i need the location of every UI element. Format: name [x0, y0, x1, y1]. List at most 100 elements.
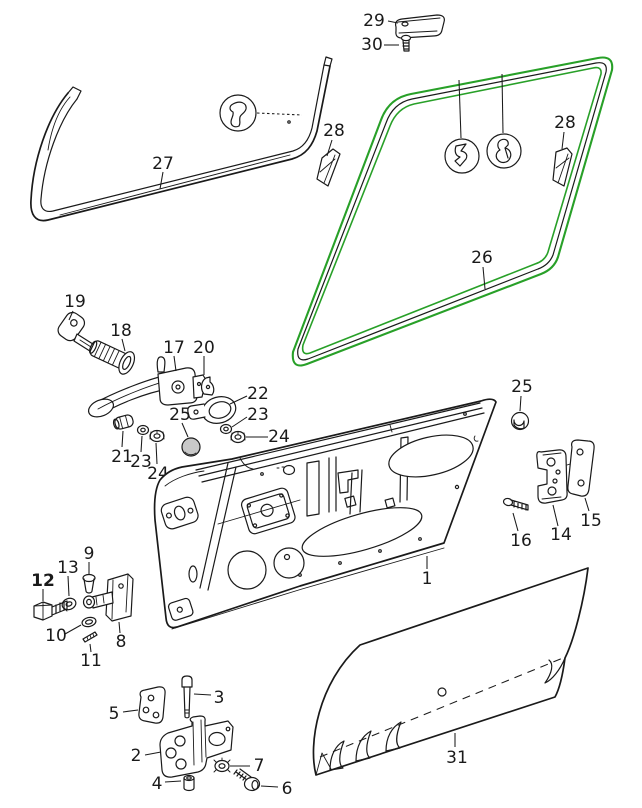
part-18-leader [121, 338, 126, 352]
part-24b-callout: 24 [268, 427, 290, 447]
part-23-washer-right: 23 [219, 405, 269, 435]
part-26-callout: 26 [471, 248, 493, 268]
part-28-clip-left: 28 [316, 121, 345, 187]
seal-26-profile-leader-a [458, 79, 462, 139]
part-23-washer-left: 23 [130, 424, 152, 472]
part-27-profile-leader [256, 112, 303, 116]
part-28a-leader [326, 139, 333, 157]
seal-26-profile-circle-b [486, 133, 522, 169]
part-14-striker-plate: 14 [536, 449, 572, 545]
part-2-leader [144, 751, 162, 756]
part-26-door-seal-green: 26 [291, 56, 614, 367]
part-28a-callout: 28 [323, 121, 345, 141]
part-21-callout: 21 [111, 447, 133, 467]
part-28-clip-right: 28 [552, 113, 576, 187]
part-13-washer: 13 [57, 558, 79, 612]
part-3-hinge-pin: 3 [181, 675, 225, 719]
part-11-callout: 11 [80, 651, 102, 671]
part-22-leader [229, 395, 248, 405]
part-9-callout: 9 [84, 544, 95, 564]
part-29-callout: 29 [363, 11, 385, 31]
part-24a-leader [155, 442, 158, 465]
part-16-leader [512, 512, 519, 532]
seal-26-profile-leader-b [501, 73, 504, 134]
seal-27-profile-circle [219, 94, 257, 132]
part-25a-leader [181, 422, 189, 438]
part-23a-leader [140, 435, 143, 453]
part-25-plug-left: 25 [169, 405, 201, 457]
part-27-seal-strip: 27 [30, 56, 333, 222]
part-12-bolt: 12 [31, 571, 68, 621]
part-8-leader [118, 621, 121, 634]
part-11-pin: 11 [80, 631, 102, 671]
part-15-leader [584, 497, 590, 512]
part-4-bushing: 4 [152, 774, 195, 794]
part-1-door-shell: 1 [153, 398, 497, 630]
part-20-clip: 20 [193, 338, 215, 396]
part-6-callout: 6 [282, 779, 293, 799]
part-23b-leader [231, 416, 248, 428]
part-13-leader [67, 575, 70, 597]
part-18-lock-cylinder: 18 [88, 321, 136, 375]
part-23a-callout: 23 [130, 452, 152, 472]
part-7-lock-nut: 7 [213, 756, 265, 776]
part-24-nut-right: 24 [230, 427, 290, 447]
part-10-lock-ring: 10 [45, 616, 97, 646]
part-19-callout: 19 [64, 292, 86, 312]
part-4-leader [164, 780, 182, 783]
part-17-callout: 17 [163, 338, 185, 358]
part-2-callout: 2 [131, 746, 142, 766]
part-25-grommet-right: 25 [510, 377, 533, 431]
part-6-leader [260, 785, 279, 788]
part-29-leader [387, 20, 399, 24]
part-3-leader [193, 693, 212, 696]
part-7-callout: 7 [254, 756, 265, 776]
part-10-leader [64, 624, 82, 635]
part-30-callout: 30 [361, 35, 383, 55]
part-30-screw: 30 [361, 34, 412, 55]
part-12-callout: 12 [31, 571, 55, 591]
part-27-leader [159, 171, 164, 190]
part-25b-callout: 25 [511, 377, 533, 397]
part-5-shim-plate: 5 [109, 686, 166, 724]
part-21-spacer-sleeve: 21 [111, 414, 134, 467]
part-17-leader [173, 355, 177, 372]
part-28b-callout: 28 [554, 113, 576, 133]
part-31-membrane-sheet: 31 [312, 567, 589, 776]
part-21-leader [121, 430, 124, 448]
part-27-callout: 27 [152, 154, 174, 174]
part-9-pivot-pin: 9 [82, 544, 96, 594]
part-16-callout: 16 [510, 531, 532, 551]
part-15-callout: 15 [580, 511, 602, 531]
part-8-callout: 8 [116, 632, 127, 652]
part-25a-callout: 25 [169, 405, 191, 425]
part-18-callout: 18 [110, 321, 132, 341]
part-31-callout: 31 [446, 748, 468, 768]
part-23b-callout: 23 [247, 405, 269, 425]
part-8-door-check: 8 [82, 573, 134, 652]
part-14-callout: 14 [550, 525, 572, 545]
part-4-callout: 4 [152, 774, 163, 794]
part-20-callout: 20 [193, 338, 215, 358]
part-5-callout: 5 [109, 704, 120, 724]
part-1-callout: 1 [422, 569, 433, 589]
part-26-leader [482, 266, 486, 290]
seal-26-profile-circle-a [444, 138, 480, 174]
part-25b-leader [519, 395, 522, 412]
part-13-callout: 13 [57, 558, 79, 578]
part-29-wedge-bar: 29 [363, 11, 445, 39]
part-28b-leader [561, 131, 565, 150]
part-5-leader [122, 709, 139, 713]
part-22-callout: 22 [247, 384, 269, 404]
part-16-screw: 16 [502, 497, 532, 551]
part-19-key: 19 [57, 292, 100, 354]
part-11-leader [89, 643, 92, 653]
part-3-callout: 3 [214, 688, 225, 708]
part-10-callout: 10 [45, 626, 67, 646]
part-22-handle-gasket-ring: 22 [187, 384, 269, 424]
part-2-hinge: 2 [131, 715, 234, 778]
part-19-leader [68, 310, 74, 321]
part-15-gasket-plate: 15 [567, 439, 602, 531]
part-14-leader [552, 504, 559, 527]
